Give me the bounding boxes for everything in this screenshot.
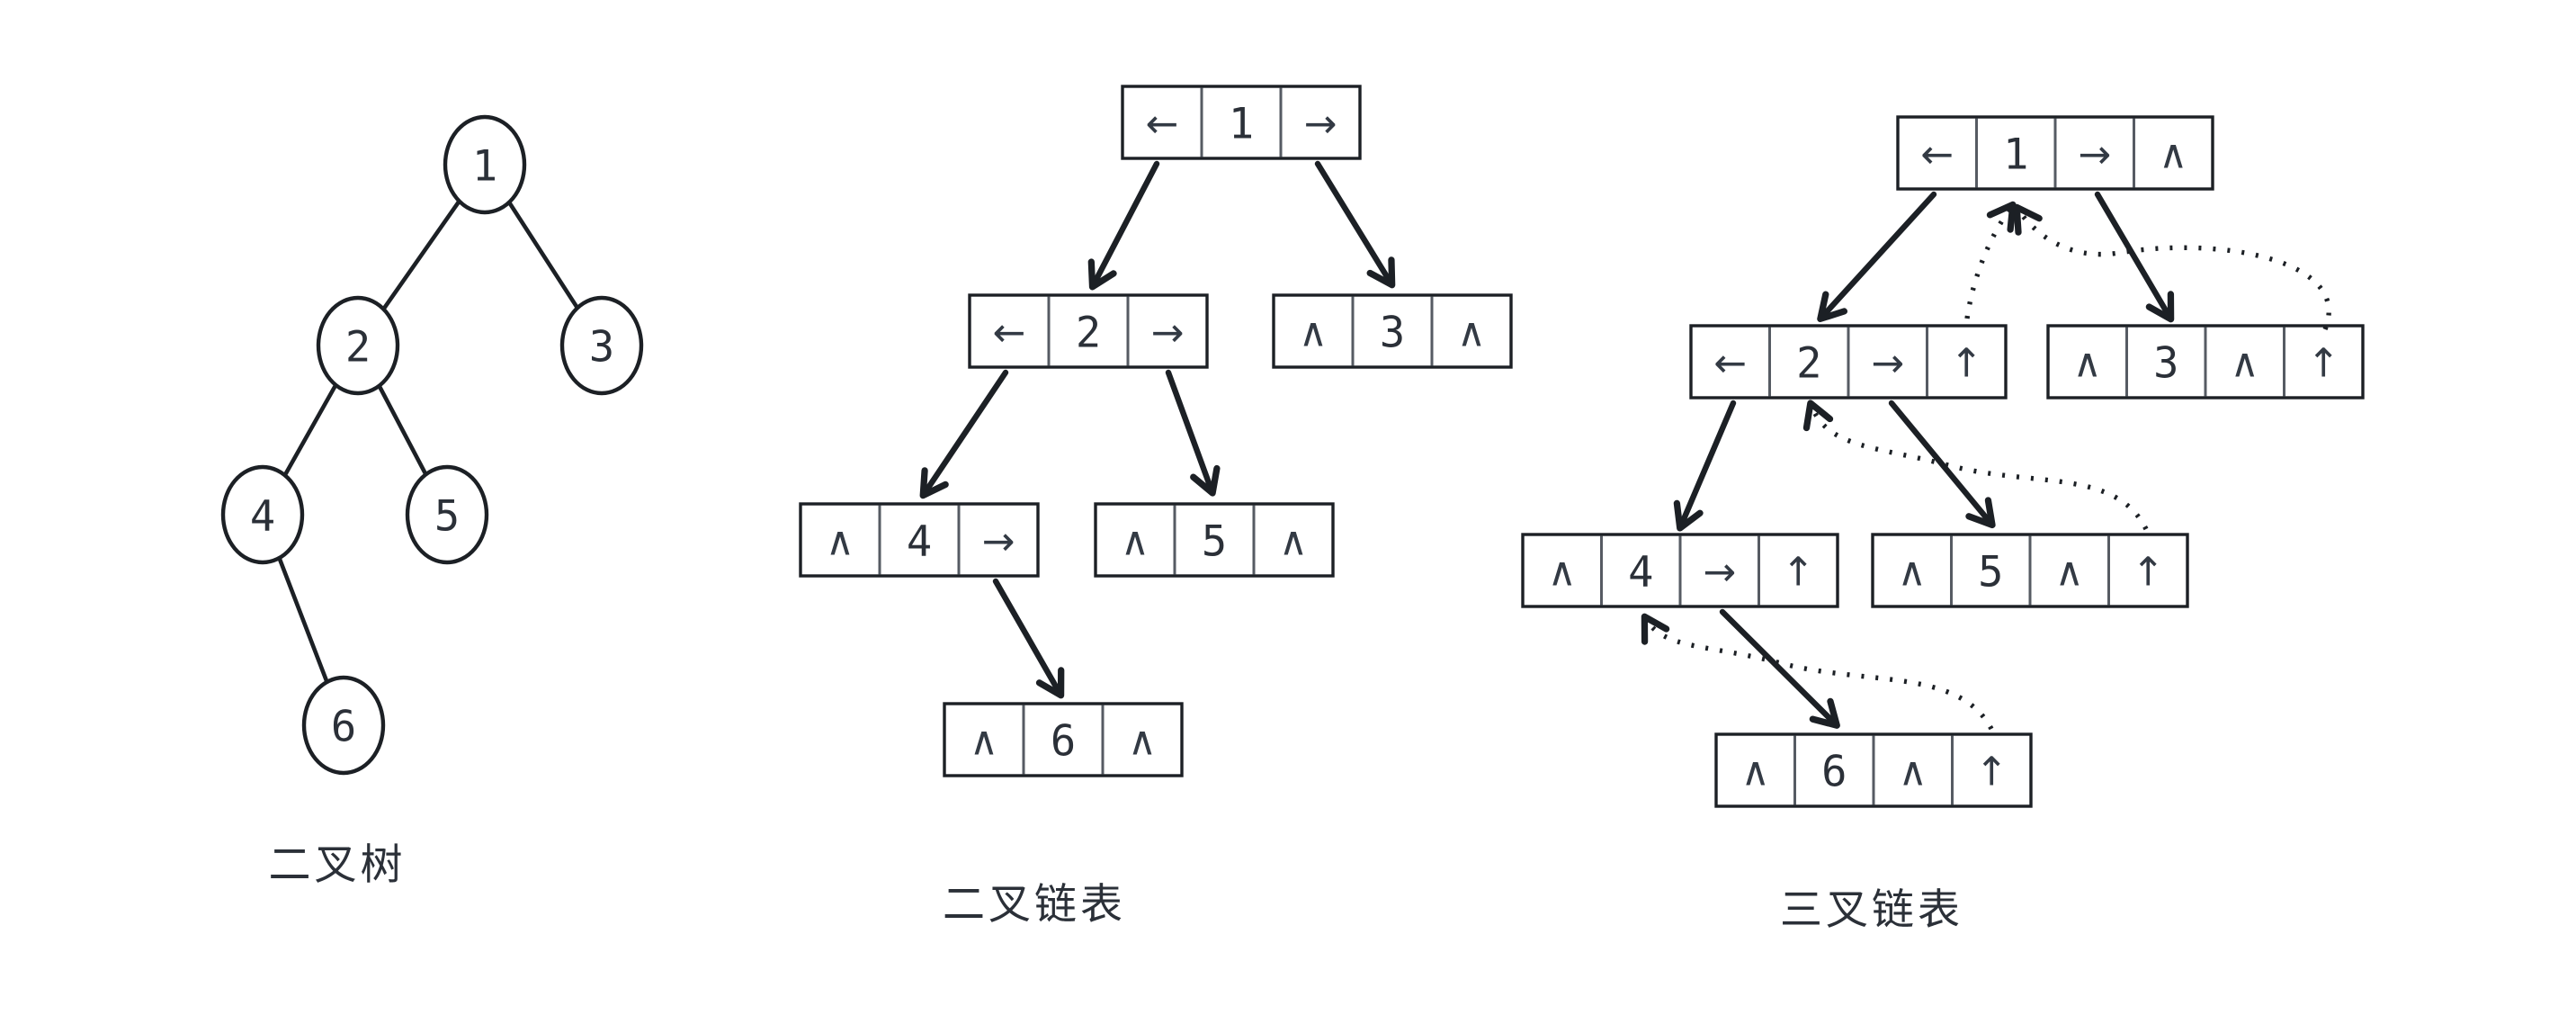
binary-linked-list-node-3: ∧ 3 ∧: [1272, 293, 1513, 369]
triple-linked-list-node-6: ∧ 6 ∧ ↑: [1714, 732, 2033, 808]
list-cell-symbol-5-2: ∧: [2055, 550, 2084, 596]
triple-linked-list-node-4: ∧ 4 → ↑: [1521, 533, 1839, 608]
list-cell-symbol-5-3: ↑: [2132, 550, 2165, 596]
binary-linked-list-node-5: ∧ 5 ∧: [1094, 502, 1335, 578]
list-cell-symbol-6-0: ∧: [1741, 750, 1770, 795]
list-cell-symbol-5-0: ∧: [1121, 519, 1149, 565]
list-cell-symbol-1-2: →: [2078, 132, 2111, 178]
list-cell-symbol-4-2: →: [1703, 550, 1736, 596]
binary-linked-list-node-2: ← 2 →: [968, 293, 1209, 369]
triple-linked-list-node-5: ∧ 5 ∧ ↑: [1871, 533, 2189, 608]
tree-node-circle-1: [443, 114, 527, 215]
triple-linked-list-child-arrow-1-3: [2094, 191, 2175, 323]
list-node-value-3: 3: [2153, 339, 2178, 389]
list-node-value-1: 1: [2003, 130, 2028, 180]
list-cell-symbol-1-0: ←: [1920, 132, 1954, 178]
triple-linked-list-child-arrow-2-4: [1673, 400, 1737, 532]
list-cell-symbol-5-0: ∧: [1898, 550, 1927, 596]
list-node-value-6: 6: [1821, 748, 1847, 797]
list-cell-symbol-5-2: ∧: [1279, 519, 1308, 565]
list-node-box-6: [943, 702, 1184, 777]
list-node-value-4: 4: [1628, 548, 1653, 597]
caption-triple-linked-list: 三叉链表: [1780, 885, 1963, 933]
list-cell-symbol-2-0: ←: [993, 310, 1026, 356]
list-cell-symbol-3-0: ∧: [2073, 341, 2102, 387]
list-cell-symbol-2-0: ←: [1713, 341, 1747, 387]
triple-linked-list-group: ← 1 → ∧ ← 2 → ↑ ∧ 3 ∧ ↑ ∧ 4 → ↑ ∧ 5 ∧ ↑ ∧ 6 ∧ ↑: [1521, 115, 2365, 808]
list-node-value-3: 3: [1380, 309, 1405, 358]
list-cell-symbol-4-2: →: [982, 519, 1015, 565]
triple-linked-list-parent-arrow-2-1: [1964, 201, 2017, 319]
triple-linked-list-node-2: ← 2 → ↑: [1689, 324, 2008, 400]
list-node-value-2: 2: [1076, 309, 1101, 358]
tree-node-circle-3: [559, 295, 644, 396]
list-cell-symbol-4-0: ∧: [826, 519, 854, 565]
list-node-box-3: [1272, 293, 1513, 369]
list-cell-symbol-3-0: ∧: [1299, 310, 1328, 356]
list-cell-symbol-2-2: →: [1151, 310, 1185, 356]
tree-node-circle-5: [405, 464, 489, 565]
list-cell-symbol-3-3: ↑: [2307, 341, 2340, 387]
list-node-value-6: 6: [1051, 717, 1076, 767]
tree-node-value-1: 1: [472, 142, 497, 192]
list-cell-symbol-2-2: →: [1871, 341, 1904, 387]
binary-linked-list-child-arrow-1-2: [1087, 160, 1160, 291]
list-cell-symbol-3-2: ∧: [1457, 310, 1486, 356]
binary-linked-list-node-6: ∧ 6 ∧: [943, 702, 1184, 777]
tree-node-value-2: 2: [345, 323, 371, 373]
tree-node-circle-2: [316, 295, 400, 396]
list-cell-symbol-4-0: ∧: [1548, 550, 1577, 596]
list-node-box-4: [799, 502, 1040, 578]
binary-linked-list-child-arrow-4-6: [992, 578, 1065, 699]
list-cell-symbol-6-2: ∧: [1899, 750, 1928, 795]
tree-node-circle-4: [220, 464, 305, 565]
list-cell-symbol-6-2: ∧: [1128, 719, 1157, 765]
triple-linked-list-child-arrow-1-2: [1817, 191, 1937, 322]
tree-node-circle-6: [301, 675, 386, 776]
tree-node-value-5: 5: [434, 492, 460, 542]
list-cell-symbol-6-0: ∧: [970, 719, 998, 765]
list-cell-symbol-1-3: ∧: [2159, 132, 2187, 178]
caption-binary-linked-list: 二叉链表: [943, 880, 1126, 928]
list-cell-symbol-1-2: →: [1304, 102, 1337, 148]
caption-binary-tree: 二叉树: [268, 840, 407, 888]
list-cell-symbol-2-3: ↑: [1950, 341, 1983, 387]
list-cell-symbol-1-0: ←: [1146, 102, 1179, 148]
list-node-value-5: 5: [1202, 517, 1227, 567]
list-cell-symbol-3-2: ∧: [2231, 341, 2259, 387]
binary-linked-list-child-arrow-2-4: [919, 369, 1009, 499]
binary-linked-list-group: ← 1 → ← 2 → ∧ 3 ∧ ∧ 4 → ∧ 5 ∧ ∧ 6 ∧: [799, 85, 1513, 777]
tree-node-value-4: 4: [250, 492, 275, 542]
list-cell-symbol-6-3: ↑: [1975, 750, 2008, 795]
triple-linked-list-child-arrow-4-6: [1719, 608, 1840, 729]
list-cell-symbol-4-3: ↑: [1782, 550, 1815, 596]
binary-linked-list-node-1: ← 1 →: [1121, 85, 1362, 160]
triple-linked-list-node-3: ∧ 3 ∧ ↑: [2046, 324, 2365, 400]
list-node-box-2: [968, 293, 1209, 369]
binary-tree-group: 1 2 3 4 5 6: [220, 114, 644, 776]
binary-linked-list-child-arrow-1-3: [1314, 160, 1396, 289]
list-node-value-1: 1: [1229, 100, 1254, 149]
triple-linked-list-node-1: ← 1 → ∧: [1896, 115, 2214, 191]
tree-node-value-3: 3: [589, 323, 614, 373]
list-node-value-2: 2: [1796, 339, 1821, 389]
binary-linked-list-node-4: ∧ 4 →: [799, 502, 1040, 578]
binary-linked-list-child-arrow-2-5: [1165, 369, 1221, 497]
triple-linked-list-child-arrow-2-5: [1888, 400, 1996, 529]
list-node-box-5: [1094, 502, 1335, 578]
list-node-value-5: 5: [1978, 548, 2003, 597]
list-node-value-4: 4: [907, 517, 932, 567]
tree-node-value-6: 6: [331, 703, 356, 752]
list-node-box-1: [1121, 85, 1362, 160]
